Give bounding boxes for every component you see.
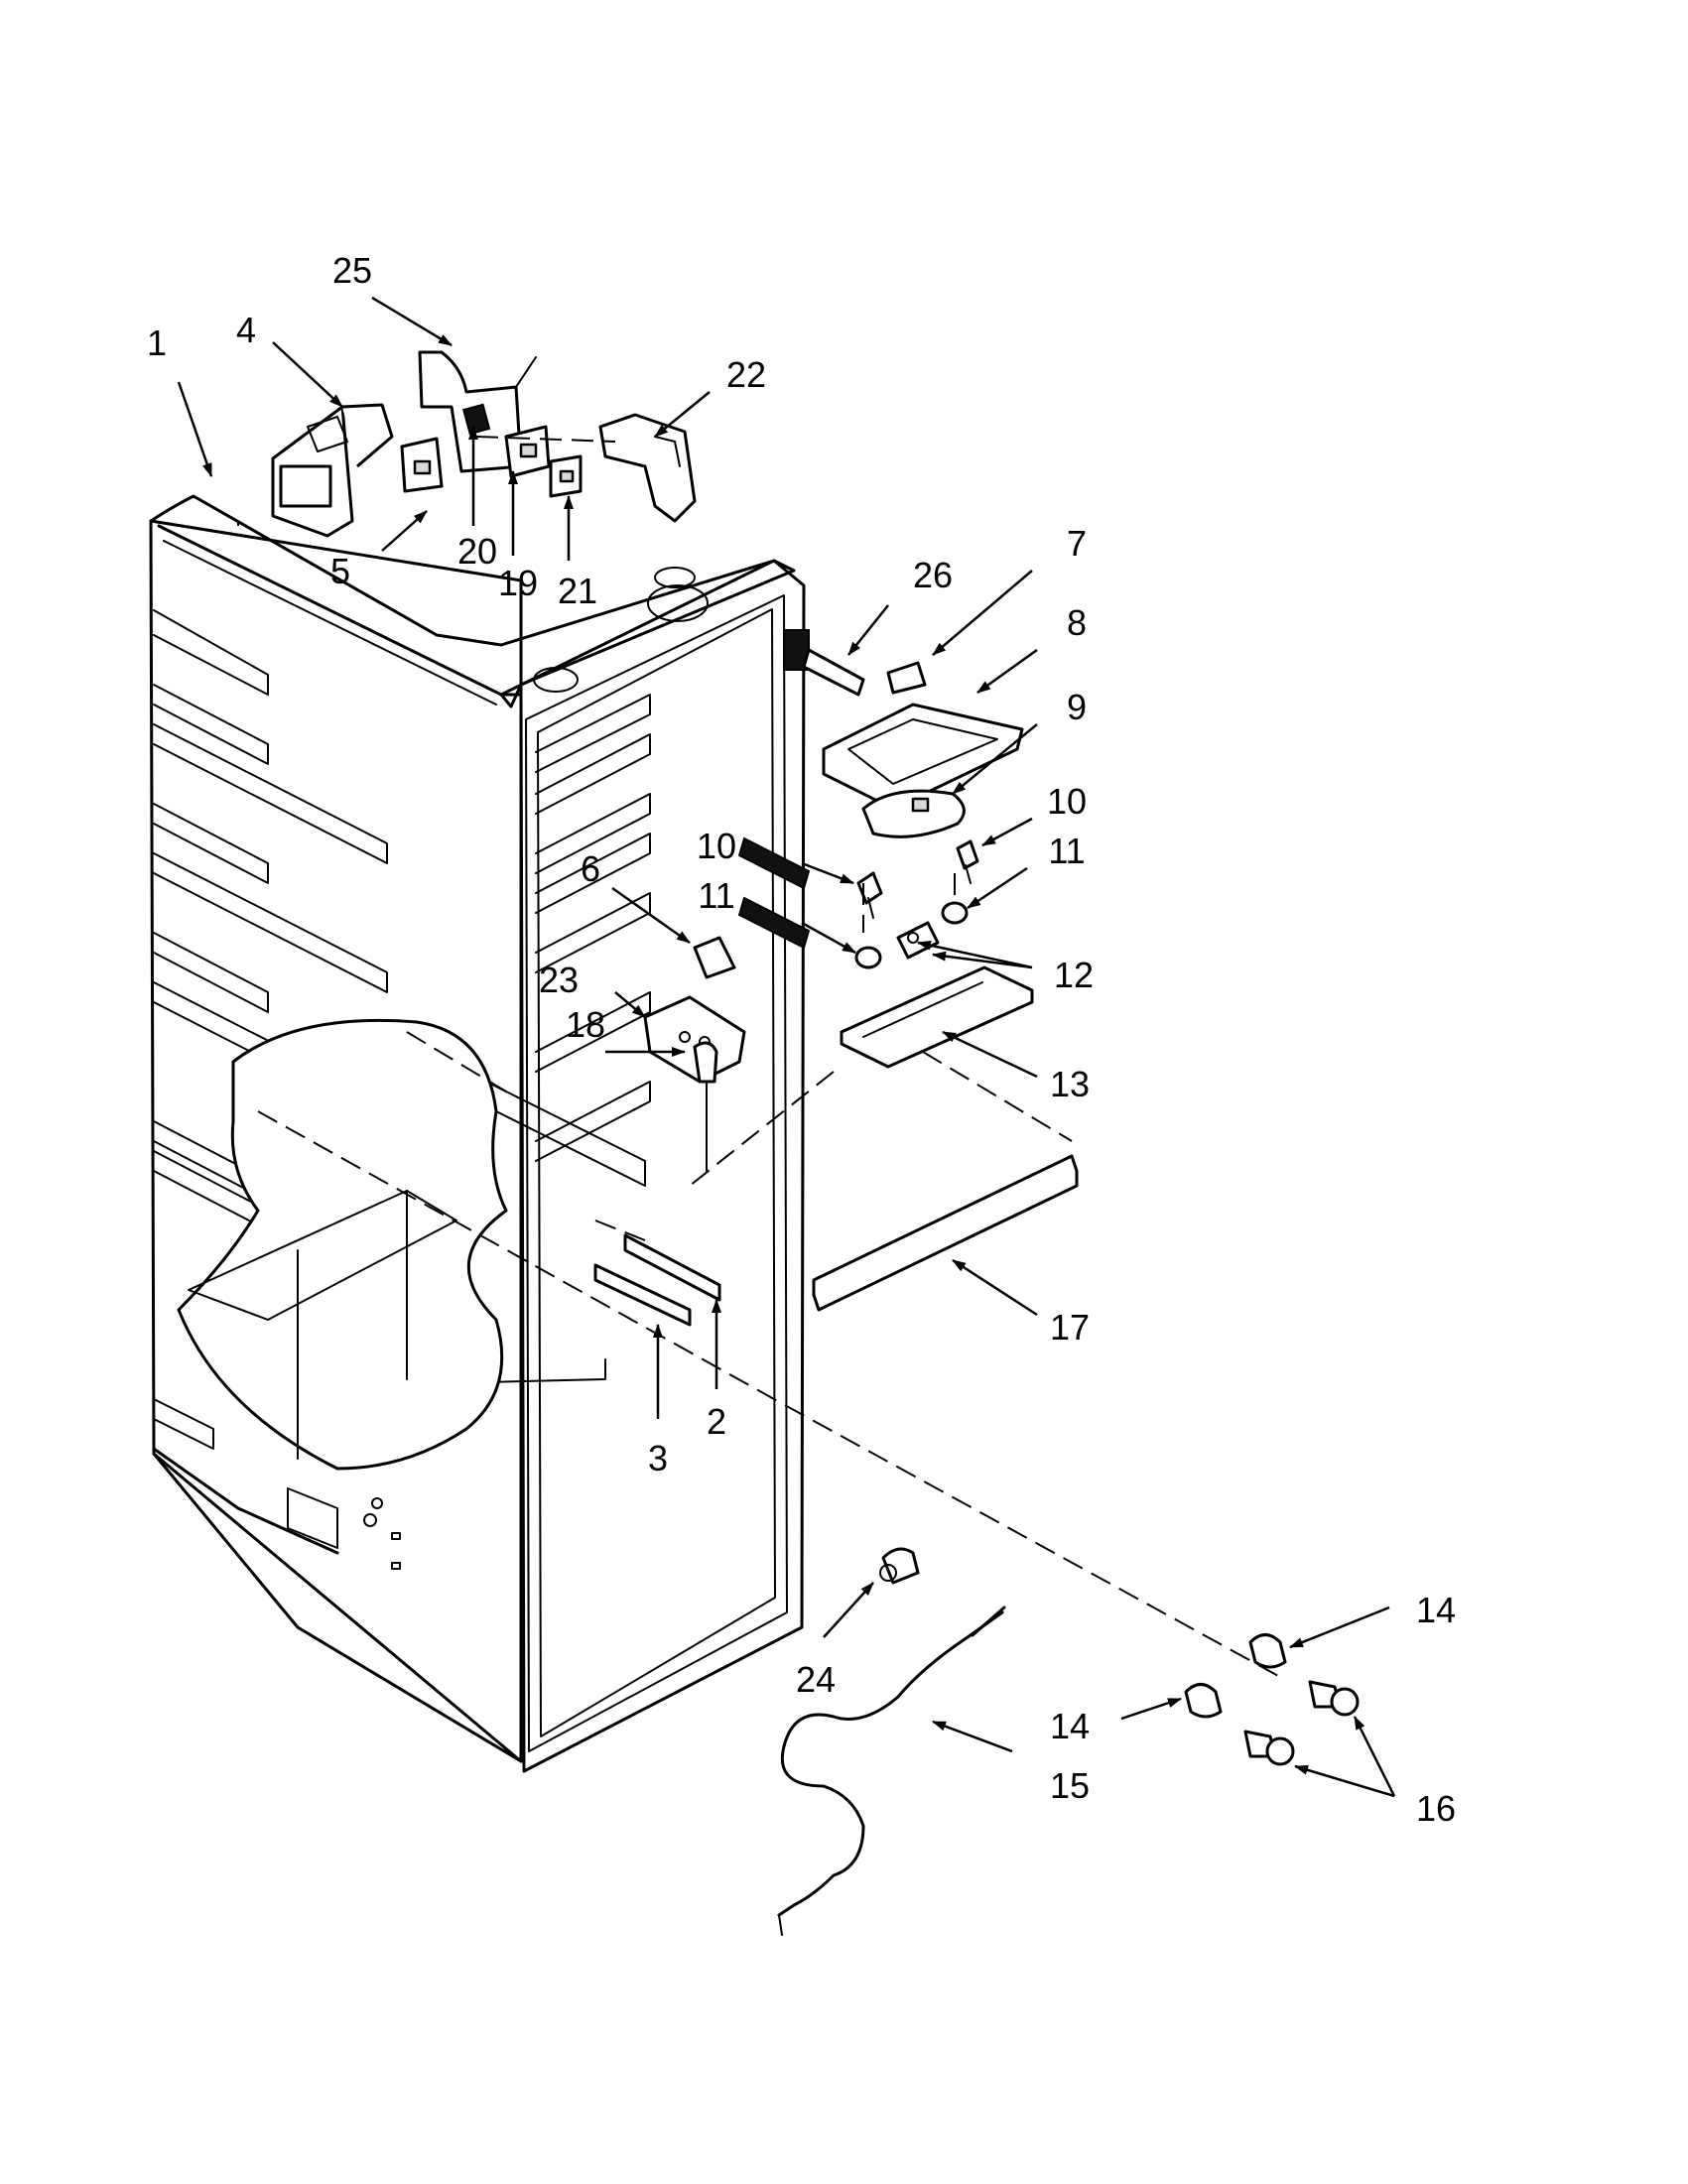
- callout-11-left: 11: [698, 875, 734, 916]
- part-3-bracket: [593, 1263, 692, 1327]
- part-26-tube: [783, 629, 865, 697]
- cabinet-liner: [149, 494, 806, 1773]
- part-21-plate: [549, 454, 583, 498]
- callout-6: 6: [581, 848, 600, 889]
- part-19-bracket: [504, 425, 551, 478]
- callout-19: 19: [498, 563, 538, 603]
- part-11-bulb: [854, 901, 969, 969]
- callout-18: 18: [566, 1004, 605, 1045]
- callout-15: 15: [1050, 1765, 1090, 1806]
- callout-5: 5: [330, 551, 350, 591]
- callout-23: 23: [539, 960, 579, 1000]
- callout-12: 12: [1054, 955, 1094, 995]
- part-13-light-cover: [840, 965, 1034, 1069]
- foam-strips: [737, 836, 811, 950]
- assembly-lines: [237, 436, 1281, 1678]
- callout-10-right: 10: [1047, 781, 1087, 822]
- callout-labels: 1 2 3 4 5 6 7 8 9 10 10 11 11 12 13 14 1…: [147, 250, 1456, 1829]
- callout-14-bottom: 14: [1050, 1706, 1090, 1746]
- callout-22: 22: [726, 354, 766, 395]
- callout-21: 21: [558, 571, 597, 611]
- callout-4: 4: [236, 310, 256, 350]
- part-17-panel: [812, 1154, 1079, 1312]
- callout-20: 20: [457, 531, 497, 572]
- part-9-light-lens: [861, 789, 966, 838]
- callout-14-top: 14: [1416, 1590, 1456, 1630]
- callout-26: 26: [913, 555, 953, 595]
- part-12-socket: [896, 921, 940, 960]
- part-16-screw: [1243, 1680, 1360, 1766]
- part-15-tube: [777, 1606, 1006, 1936]
- part-8-light-housing: [822, 703, 1024, 811]
- callout-17: 17: [1050, 1307, 1090, 1348]
- part-7-clip: [886, 661, 927, 695]
- callout-25: 25: [332, 250, 372, 291]
- callout-2: 2: [707, 1401, 726, 1442]
- callout-24: 24: [796, 1659, 836, 1700]
- callout-11-right: 11: [1048, 831, 1085, 871]
- part-18-thermistor: [693, 1041, 718, 1172]
- callout-8: 8: [1067, 602, 1087, 643]
- callout-3: 3: [648, 1438, 668, 1478]
- callout-16: 16: [1416, 1788, 1456, 1829]
- callout-9: 9: [1067, 687, 1087, 727]
- leader-lines: [177, 296, 1396, 1798]
- part-5-sensor: [400, 437, 444, 493]
- callout-13: 13: [1050, 1064, 1090, 1104]
- part-6-bracket: [693, 936, 736, 979]
- part-23-housing: [643, 995, 746, 1084]
- callout-1: 1: [147, 322, 167, 363]
- callout-10-left: 10: [697, 826, 736, 866]
- part-22-damper: [598, 413, 697, 523]
- part-14-bushing: [1184, 1633, 1287, 1719]
- callout-7: 7: [1067, 523, 1087, 564]
- part-24-plug: [879, 1547, 920, 1585]
- part-4-housing: [271, 403, 394, 538]
